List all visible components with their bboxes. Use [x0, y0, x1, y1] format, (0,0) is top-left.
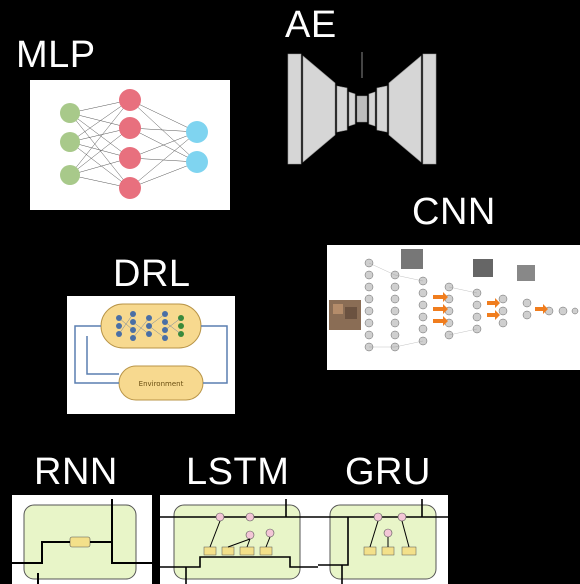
lstm-label: LSTM: [186, 451, 290, 493]
mlp-input-nodes: [60, 103, 80, 185]
ae-label: AE: [285, 4, 337, 46]
drl-environment-label: Environment: [139, 380, 184, 388]
drl-diagram: Environment: [67, 296, 235, 414]
gru-label: GRU: [345, 451, 431, 493]
drl-label: DRL: [113, 253, 191, 295]
mlp-output-nodes: [186, 121, 208, 173]
ae-diagram: [283, 48, 441, 170]
mlp-diagram: [30, 80, 230, 210]
cnn-diagram: [327, 245, 580, 370]
cnn-label: CNN: [412, 191, 496, 233]
rnn-label: RNN: [34, 451, 118, 493]
lstm-cell-diagram: [160, 495, 318, 584]
rnn-cell-diagram: [12, 495, 152, 584]
gru-cell-diagram: [318, 495, 448, 584]
mlp-hidden-nodes: [119, 89, 141, 199]
mlp-label: MLP: [16, 34, 96, 76]
